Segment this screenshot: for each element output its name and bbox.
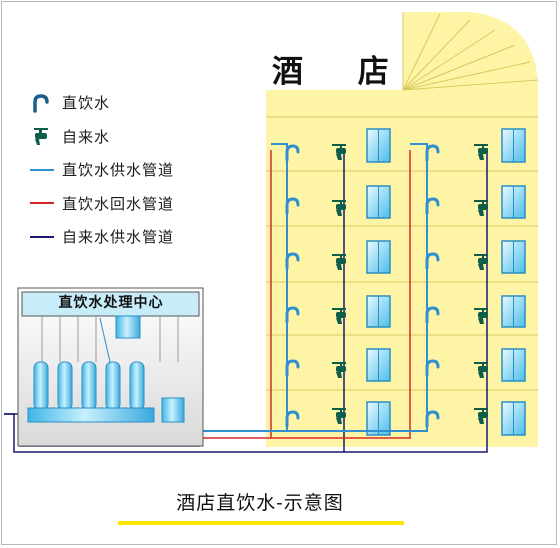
legend-item-return-line: 直饮水回水管道 [30, 187, 240, 221]
tap-water-taps [332, 144, 488, 424]
legend-label: 自来水 [62, 127, 111, 146]
legend-label: 直饮水 [62, 94, 111, 113]
legend-label: 自来水供水管道 [62, 228, 175, 247]
treatment-center-title: 直饮水处理中心 [58, 295, 164, 311]
legend-item-drinking-faucet: 直饮水 [30, 86, 240, 120]
faucet-icon [30, 93, 54, 113]
drinking-faucets [285, 144, 440, 428]
tap-icon [30, 126, 54, 146]
supply-line-swatch [30, 168, 54, 171]
legend-item-tap-supply-line: 自来水供水管道 [30, 220, 240, 254]
diagram-caption: 酒店直饮水-示意图 [176, 492, 344, 514]
legend: 直饮水 自来水 直饮水供水管道 直饮水回水管道 自来水供水管道 [30, 86, 240, 254]
legend-item-tap: 自来水 [30, 120, 240, 154]
hotel-windows [366, 128, 526, 436]
caption-underline [118, 521, 404, 525]
legend-label: 直饮水供水管道 [62, 161, 175, 180]
treatment-center [17, 287, 204, 447]
return-line-swatch [30, 202, 54, 205]
hotel-building [266, 12, 539, 447]
legend-item-supply-line: 直饮水供水管道 [30, 153, 240, 187]
tap-supply-line-swatch [30, 235, 54, 238]
legend-label: 直饮水回水管道 [62, 194, 175, 213]
hotel-name: 酒 店 [272, 54, 411, 90]
